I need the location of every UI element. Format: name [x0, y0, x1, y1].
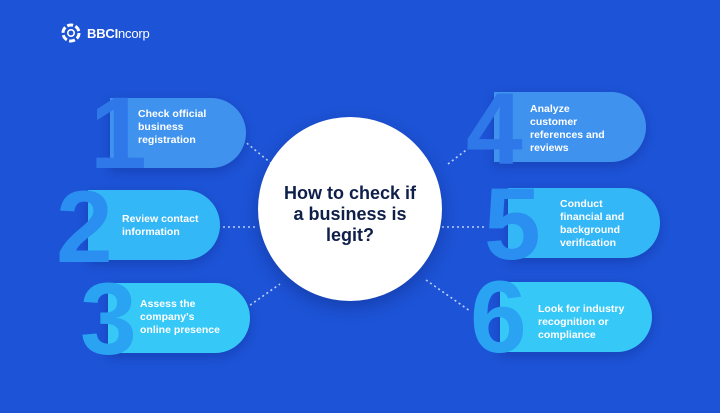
connector-6 — [425, 279, 471, 312]
step-6-pill — [500, 282, 652, 352]
connector-1 — [242, 139, 273, 165]
step-3-text: Assess the company's online presence — [140, 298, 220, 336]
step-5-text: Conduct financial and background verific… — [560, 198, 625, 249]
step-5-number: 5 — [484, 167, 541, 281]
step-2-pill — [88, 190, 220, 260]
step-5-pill — [508, 188, 660, 258]
step-6-number: 6 — [470, 260, 527, 374]
step-4-text: Analyze customer references and reviews — [530, 103, 605, 154]
connector-3 — [245, 283, 281, 309]
step-2-text: Review contact information — [122, 213, 199, 238]
step-2-number: 2 — [56, 170, 113, 284]
brand-name: BBCIncorp — [87, 26, 150, 41]
step-6-text: Look for industry recognition or complia… — [538, 303, 625, 341]
step-3-pill — [108, 283, 250, 353]
center-title: How to check if a business is legit? — [283, 183, 417, 245]
bbcincorp-logo-icon — [61, 23, 81, 43]
brand-name-light: ncorp — [117, 25, 150, 41]
step-1-text: Check official business registration — [138, 108, 207, 146]
step-3-number: 3 — [80, 262, 137, 376]
connector-4 — [447, 143, 475, 165]
step-1-number: 1 — [90, 76, 147, 190]
brand-logo: BBCIncorp — [60, 22, 150, 44]
step-4-number: 4 — [466, 72, 523, 186]
step-1-pill — [110, 98, 246, 168]
step-4-pill — [494, 92, 646, 162]
brand-name-bold: BBCI — [87, 25, 118, 41]
center-circle: How to check if a business is legit? — [258, 117, 442, 301]
